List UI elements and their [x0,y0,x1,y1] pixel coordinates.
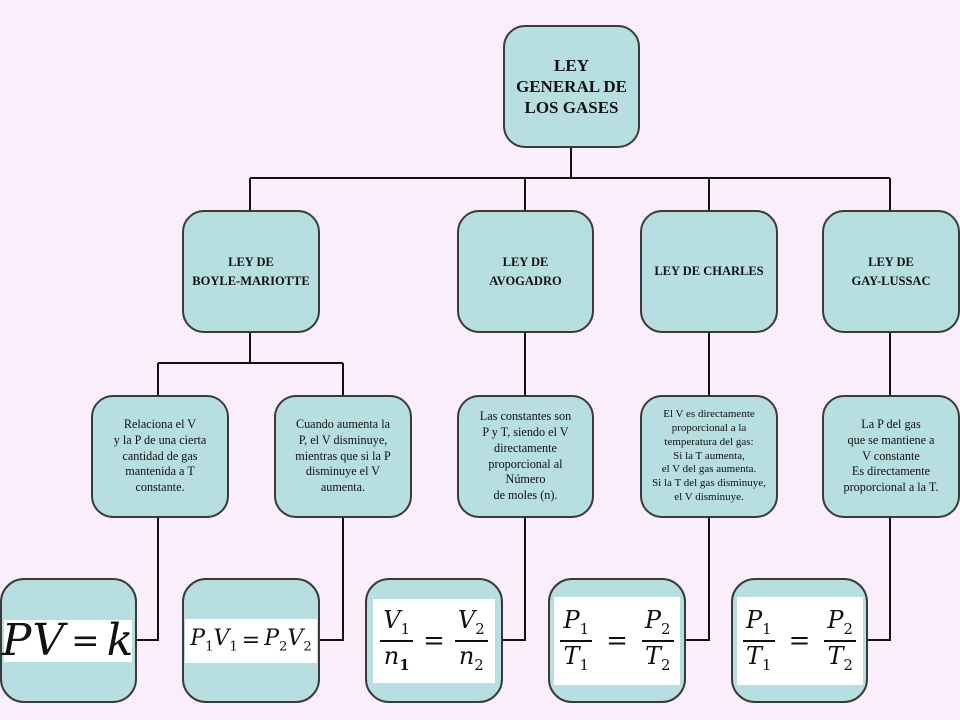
connector-charles-formula [686,518,710,641]
formula-p2: P2 [264,626,288,655]
formula-node-gay-lussac: P1 T1 = P2 T2 [731,578,868,703]
formula-p1: P1 [190,626,214,655]
formula-p-over-t-charles: P1 T1 = P2 T2 [554,596,680,685]
law-node-avogadro: LEY DE AVOGADRO [457,210,594,333]
description-text-avogadro: Las constantes son P y T, siendo el V di… [479,408,572,503]
description-node-boyle-2: Cuando aumenta la P, el V disminuye, mie… [274,395,412,518]
law-node-charles: LEY DE CHARLES [640,210,778,333]
description-text-boyle-2: Cuando aumenta la P, el V disminuye, mie… [295,416,391,495]
law-node-gay-lussac: LEY DE GAY-LUSSAC [822,210,960,333]
description-node-avogadro: Las constantes son P y T, siendo el V di… [457,395,594,518]
description-node-boyle-1: Relaciona el V y la P de una cierta cant… [91,395,229,518]
connector-avogadro-formula [503,518,526,641]
connector-gay-lussac-formula [867,518,891,641]
description-node-gay-lussac: La P del gas que se mantiene a V constan… [822,395,960,518]
formula-p-over-t-gay-lussac: P1 T1 = P2 T2 [736,596,863,685]
fraction-v2-n2: V2 n2 [454,607,488,673]
law-label-charles: LEY DE CHARLES [654,264,764,279]
formula-node-charles: P1 T1 = P2 T2 [548,578,686,703]
fraction-v1-n1: V1 n1 [380,607,414,673]
formula-v2: V2 [287,626,312,655]
formula-pv-eq: = [71,620,101,661]
connector-boyle-formula2 [320,518,344,641]
formula-avogadro-eq: = [423,625,445,656]
description-node-charles: El V es directamente proporcional a la t… [640,395,778,518]
formula-boyle2-eq: = [241,628,261,653]
description-text-gay-lussac: La P del gas que se mantiene a V constan… [843,416,939,495]
description-text-boyle-1: Relaciona el V y la P de una cierta cant… [113,416,207,495]
connector-boyle-formula1 [136,518,159,641]
formula-charles-eq: = [606,625,628,656]
formula-node-avogadro: V1 n1 = V2 n2 [365,578,503,703]
law-label-gay-lussac: LEY DE GAY-LUSSAC [851,255,931,288]
formula-v-over-n: V1 n1 = V2 n2 [373,598,495,683]
formula-v1: V1 [213,626,238,655]
law-label-boyle-mariotte: LEY DE BOYLE-MARIOTTE [192,255,310,288]
law-node-boyle-mariotte: LEY DE BOYLE-MARIOTTE [182,210,320,333]
root-node-ley-general: LEY GENERAL DE LOS GASES [503,25,640,148]
formula-pv-lhs: PV [1,615,66,666]
fraction-p1-t1-charles: P1 T1 [560,607,593,673]
fraction-p1-t1-gay-lussac: P1 T1 [742,607,775,673]
description-text-charles: El V es directamente proporcional a la t… [652,408,766,503]
formula-pv-rhs: k [106,615,135,666]
formula-node-boyle-1: PV = k [0,578,137,703]
law-label-avogadro: LEY DE AVOGADRO [489,255,562,288]
formula-gay-lussac-eq: = [788,625,811,656]
fraction-p2-t2-charles: P2 T2 [641,607,674,673]
fraction-p2-t2-gay-lussac: P2 T2 [824,607,857,673]
formula-pv-equals-k: PV = k [2,615,134,666]
root-label: LEY GENERAL DE LOS GASES [516,55,627,118]
